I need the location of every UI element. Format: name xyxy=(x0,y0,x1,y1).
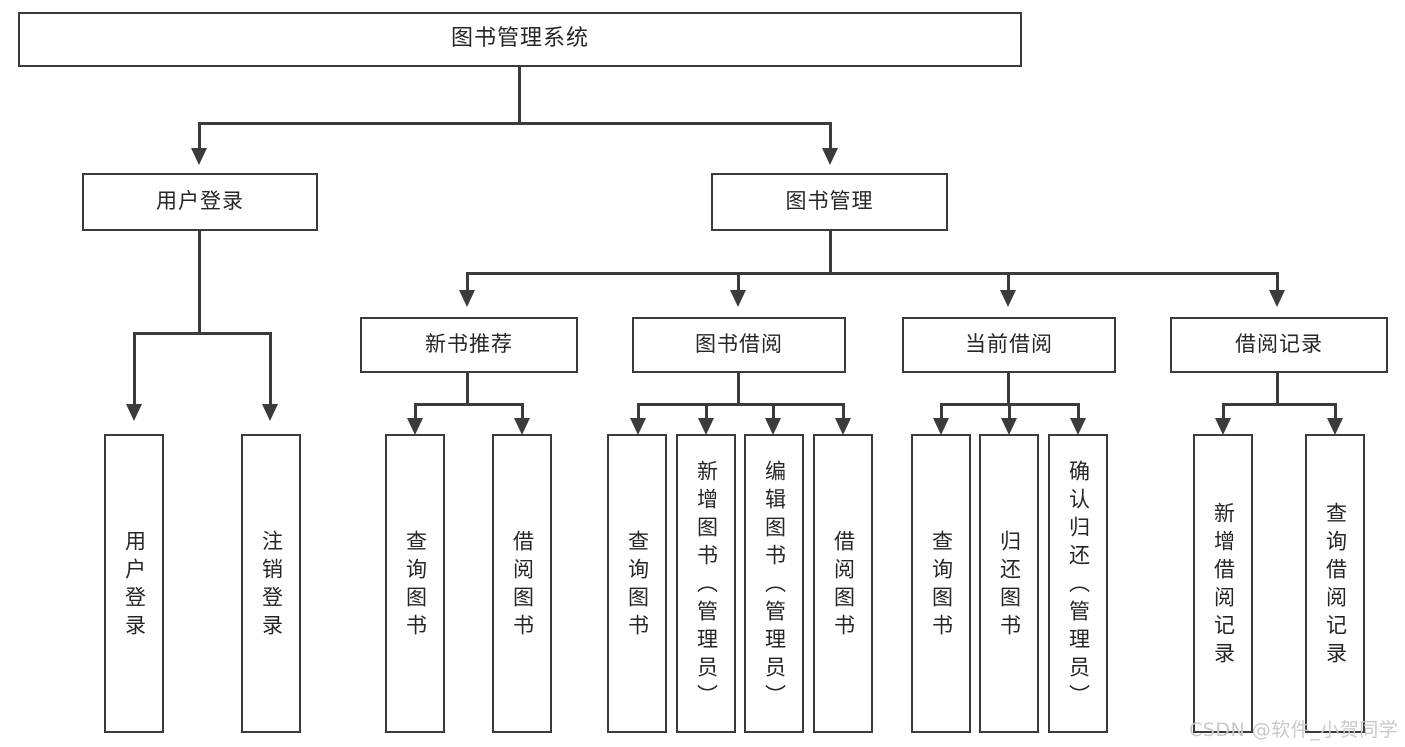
node-new-book-recommend[interactable]: 新书推荐 xyxy=(360,317,578,373)
arrow-to-leaf-return-book xyxy=(1001,418,1017,435)
connector-bb-to-leaf-3 xyxy=(772,403,775,420)
connector-root-to-book-management xyxy=(829,122,832,150)
node-label: 借阅图书 xyxy=(831,529,856,642)
connector-user-login-to-leaf-2 xyxy=(269,332,272,405)
arrow-to-current-borrow xyxy=(1000,290,1016,307)
arrow-to-leaf-query-book-2 xyxy=(630,418,646,435)
node-label: 编辑图书（管理员） xyxy=(762,459,787,712)
connector-newbook-to-leaf-2 xyxy=(521,403,524,420)
connector-bb-to-leaf-4 xyxy=(842,403,845,420)
arrow-to-leaf-user-login xyxy=(126,404,142,421)
arrow-to-leaf-add-book xyxy=(698,418,714,435)
connector-bb-to-leaf-1 xyxy=(637,403,640,420)
node-user-login[interactable]: 用户登录 xyxy=(82,173,318,231)
node-current-borrow[interactable]: 当前借阅 xyxy=(902,317,1116,373)
node-label: 当前借阅 xyxy=(965,332,1053,357)
node-label: 查询借阅记录 xyxy=(1323,501,1348,670)
arrow-to-book-borrow xyxy=(730,290,746,307)
leaf-query-book-current[interactable]: 查询图书 xyxy=(911,434,971,733)
connector-bb-to-leaf-2 xyxy=(705,403,708,420)
leaf-borrow-book-recommend[interactable]: 借阅图书 xyxy=(492,434,552,733)
arrow-to-leaf-add-record xyxy=(1215,418,1231,435)
connector-newbook-to-leaf-1 xyxy=(414,403,417,420)
leaf-edit-book-admin[interactable]: 编辑图书（管理员） xyxy=(744,434,804,733)
node-label: 查询图书 xyxy=(403,529,428,642)
connector-borrow-record-bar xyxy=(1222,403,1337,406)
connector-book-borrow-stem xyxy=(737,373,740,406)
node-label: 借阅图书 xyxy=(510,529,535,642)
leaf-query-book-recommend[interactable]: 查询图书 xyxy=(385,434,445,733)
connector-bm-to-book-borrow xyxy=(737,272,740,292)
connector-book-management-bar xyxy=(466,272,1278,275)
connector-new-book-stem xyxy=(466,373,469,406)
node-label: 查询图书 xyxy=(929,529,954,642)
node-root-book-management-system[interactable]: 图书管理系统 xyxy=(18,12,1022,67)
connector-cb-to-leaf-2 xyxy=(1008,403,1011,420)
node-borrow-record[interactable]: 借阅记录 xyxy=(1170,317,1388,373)
leaf-query-book-borrow[interactable]: 查询图书 xyxy=(607,434,667,733)
leaf-borrow-book[interactable]: 借阅图书 xyxy=(813,434,873,733)
node-book-management[interactable]: 图书管理 xyxy=(711,173,948,231)
connector-user-login-bar xyxy=(133,332,271,335)
arrow-to-leaf-borrow-book-1 xyxy=(514,418,530,435)
connector-bm-to-borrow-record xyxy=(1276,272,1279,292)
arrow-to-leaf-borrow-book-2 xyxy=(835,418,851,435)
node-book-borrow[interactable]: 图书借阅 xyxy=(632,317,846,373)
arrow-to-leaf-query-book-3 xyxy=(933,418,949,435)
connector-bm-to-new-book xyxy=(466,272,469,292)
node-label: 新书推荐 xyxy=(425,332,513,357)
connector-book-management-stem xyxy=(829,231,832,274)
connector-cb-to-leaf-3 xyxy=(1077,403,1080,420)
connector-root-stem xyxy=(518,67,521,124)
node-label: 用户登录 xyxy=(122,529,147,642)
connector-br-to-leaf-1 xyxy=(1222,403,1225,420)
connector-user-login-stem xyxy=(198,231,201,334)
connector-root-bar xyxy=(198,122,831,125)
connector-user-login-to-leaf-1 xyxy=(133,332,136,405)
leaf-confirm-return-admin[interactable]: 确认归还（管理员） xyxy=(1048,434,1108,733)
connector-book-borrow-bar xyxy=(637,403,845,406)
node-label: 新增图书（管理员） xyxy=(694,459,719,712)
arrow-to-new-book-recommend xyxy=(459,290,475,307)
node-label: 归还图书 xyxy=(997,529,1022,642)
arrow-to-leaf-query-record xyxy=(1327,418,1343,435)
connector-new-book-bar xyxy=(414,403,524,406)
node-label: 图书管理 xyxy=(785,189,874,214)
node-label: 查询图书 xyxy=(625,529,650,642)
connector-bm-to-current-borrow xyxy=(1007,272,1010,292)
connector-cb-to-leaf-1 xyxy=(940,403,943,420)
node-label: 新增借阅记录 xyxy=(1211,501,1236,670)
connector-br-to-leaf-2 xyxy=(1334,403,1337,420)
arrow-to-borrow-record xyxy=(1269,290,1285,307)
leaf-add-book-admin[interactable]: 新增图书（管理员） xyxy=(676,434,736,733)
connector-root-to-user-login xyxy=(198,122,201,150)
leaf-add-borrow-record[interactable]: 新增借阅记录 xyxy=(1193,434,1253,733)
node-label: 借阅记录 xyxy=(1235,332,1323,357)
arrow-to-leaf-confirm-return xyxy=(1070,418,1086,435)
arrow-to-book-management xyxy=(822,148,838,165)
connector-current-borrow-stem xyxy=(1007,373,1010,406)
node-label: 注销登录 xyxy=(259,529,284,642)
arrow-to-user-login xyxy=(191,148,207,165)
leaf-user-login[interactable]: 用户登录 xyxy=(104,434,164,733)
connector-borrow-record-stem xyxy=(1276,373,1279,406)
leaf-logout[interactable]: 注销登录 xyxy=(241,434,301,733)
node-label: 确认归还（管理员） xyxy=(1066,459,1091,712)
leaf-query-borrow-record[interactable]: 查询借阅记录 xyxy=(1305,434,1365,733)
node-label: 图书管理系统 xyxy=(450,26,589,52)
arrow-to-leaf-logout xyxy=(262,404,278,421)
node-label: 用户登录 xyxy=(156,189,244,214)
node-label: 图书借阅 xyxy=(695,332,783,357)
leaf-return-book[interactable]: 归还图书 xyxy=(979,434,1039,733)
csdn-watermark: CSDN @软件_小贺同学 xyxy=(1189,719,1399,741)
arrow-to-leaf-edit-book xyxy=(765,418,781,435)
arrow-to-leaf-query-book-1 xyxy=(407,418,423,435)
